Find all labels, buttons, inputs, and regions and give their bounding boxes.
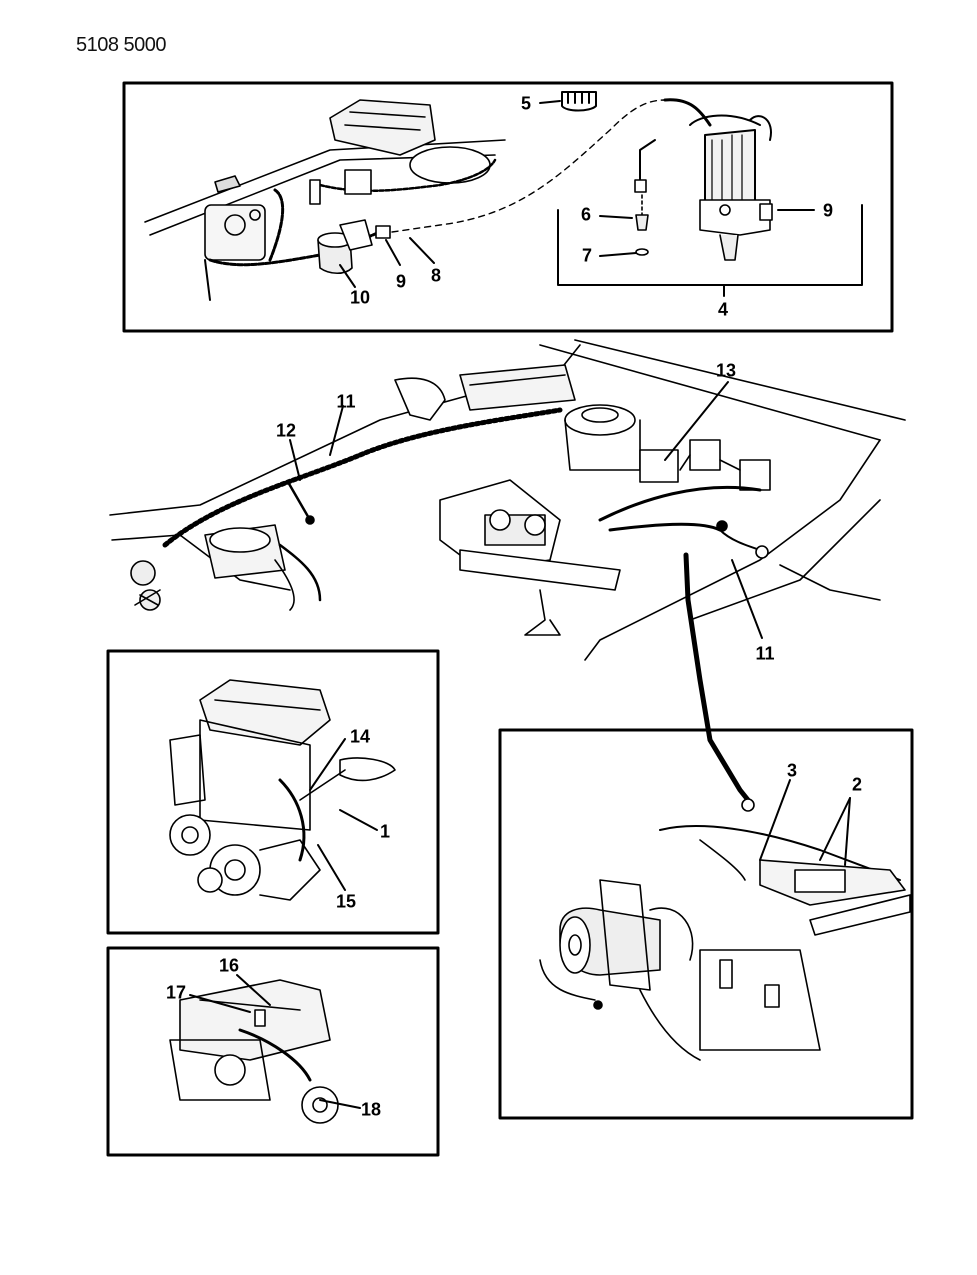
document-id: 5108 5000 bbox=[76, 34, 167, 56]
callout-9-left: 9 bbox=[395, 271, 407, 292]
callout-11-bottom: 11 bbox=[755, 643, 775, 664]
callout-4: 4 bbox=[717, 299, 729, 320]
callout-17: 17 bbox=[165, 982, 187, 1003]
callout-5: 5 bbox=[520, 93, 532, 114]
callout-2: 2 bbox=[851, 774, 863, 795]
inset-lower-artwork bbox=[169, 974, 361, 1124]
callout-13: 13 bbox=[715, 360, 737, 381]
callout-12: 12 bbox=[275, 420, 297, 441]
inset-panel-engine-lower bbox=[106, 946, 440, 1157]
callout-6: 6 bbox=[580, 204, 592, 225]
callout-10: 10 bbox=[349, 287, 371, 308]
inset-panel-starter bbox=[498, 728, 914, 1120]
callout-18: 18 bbox=[360, 1099, 382, 1120]
callout-16: 16 bbox=[218, 955, 240, 976]
engine-bay-artwork bbox=[109, 339, 906, 803]
callout-1: 1 bbox=[379, 821, 391, 842]
inset-left-artwork bbox=[169, 679, 396, 901]
inset-top-artwork bbox=[144, 91, 863, 301]
callout-11-top: 11 bbox=[336, 391, 356, 412]
inset-panel-engine-left bbox=[106, 649, 440, 935]
callout-14: 14 bbox=[349, 726, 371, 747]
callout-8: 8 bbox=[430, 265, 442, 286]
inset-panel-ignition-coil bbox=[122, 81, 894, 333]
callout-9-right: 9 bbox=[822, 200, 834, 221]
callout-15: 15 bbox=[335, 891, 357, 912]
callout-7: 7 bbox=[581, 245, 593, 266]
inset-starter-artwork bbox=[539, 779, 911, 1061]
callout-3: 3 bbox=[786, 760, 798, 781]
